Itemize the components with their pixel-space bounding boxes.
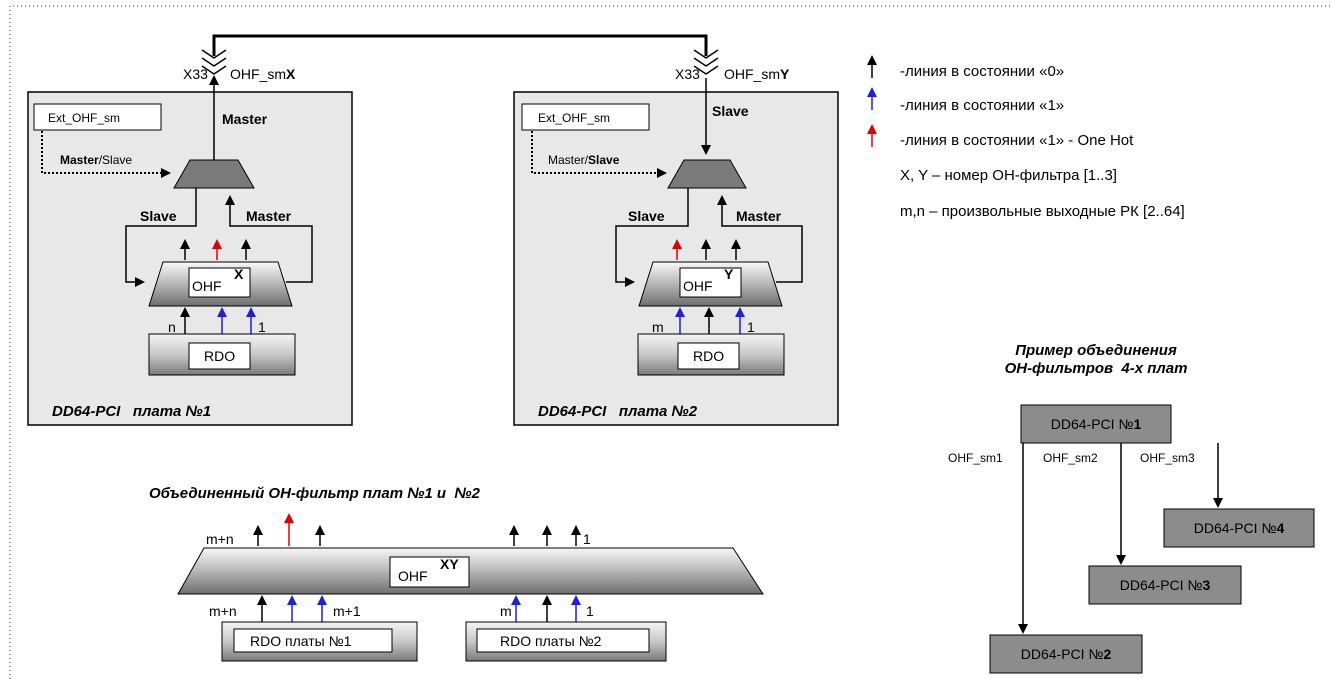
master-right-label-2: Master: [736, 208, 782, 224]
ohf-label-1: OHF: [192, 278, 222, 294]
slave-label-top-2: Slave: [712, 103, 749, 119]
comb-in-right-label: 1: [586, 603, 594, 619]
connector-label-1: X33: [183, 66, 208, 82]
legend-item-2: -линия в состоянии «1» - One Hot: [900, 132, 1134, 149]
board-title-1: DD64-PCI плата №1: [52, 403, 211, 420]
example-board-3: [1088, 565, 1242, 605]
rdo-box-2: [677, 342, 740, 370]
example-board-2: [989, 634, 1143, 674]
master-label-1: Master: [222, 111, 268, 127]
legend-item-0: -линия в состоянии «0»: [900, 63, 1064, 80]
ohf-box-1: [188, 267, 251, 298]
slave-label-2: Slave: [628, 208, 665, 224]
comb-out-left-label: m+n: [206, 531, 234, 547]
combined-ohf-sup: XY: [440, 556, 459, 572]
rdo-board2-box: [476, 628, 650, 653]
rdo-label-2: RDO: [693, 348, 724, 364]
example-board-3-label: DD64-PCI №3: [1120, 577, 1211, 593]
connector-x33-1: [201, 49, 227, 75]
ext-select-line-2: [531, 131, 667, 178]
in-right-label-1: 1: [258, 319, 266, 335]
example-board-1: [1020, 404, 1172, 444]
port-label-2: OHF_smY: [724, 66, 790, 82]
in-left-label-1: n: [168, 319, 176, 335]
combined-ohf-box: [389, 556, 470, 588]
example-board-1-label: DD64-PCI №1: [1051, 416, 1142, 432]
board-1: X33 OHF_smX Master Ext_OHF_sm Master/Sla…: [27, 49, 353, 426]
example-4-boards: Пример объединения ОН-фильтров 4-х плат …: [948, 342, 1315, 674]
board-link-cable: [212, 34, 708, 56]
board-2: X33 OHF_smY Slave Ext_OHF_sm Master/Slav…: [513, 49, 839, 426]
ext-label-1: Ext_OHF_sm: [48, 111, 120, 125]
combined-title: Объединенный ОН-фильтр плат №1 и №2: [149, 485, 481, 502]
ohf-sup-1: X: [234, 266, 244, 282]
ms-label-1: Master/Slave: [60, 153, 132, 167]
port-label-1: OHF_smX: [230, 66, 296, 82]
legend-item-3: X, Y – номер ОН-фильтра [1..3]: [900, 167, 1117, 184]
example-link-label-3: OHF_sm3: [1140, 451, 1195, 465]
board-title-2: DD64-PCI плата №2: [538, 403, 698, 420]
rdo-board2-label: RDO платы №2: [500, 633, 602, 649]
ms-label-2: Master/Slave: [548, 153, 620, 167]
slave-label-1: Slave: [140, 208, 177, 224]
ext-box-1: [33, 103, 162, 131]
example-board-2-label: DD64-PCI №2: [1021, 646, 1112, 662]
connector-x33-2: [693, 49, 719, 75]
example-title-1: Пример объединения: [1015, 342, 1177, 359]
combined-ohf-block: [177, 547, 764, 595]
comb-out-right-label: 1: [583, 531, 591, 547]
ext-select-line-1: [41, 131, 171, 178]
example-board-4: [1163, 508, 1315, 548]
combined-filter: Объединенный ОН-фильтр плат №1 и №2 OHF …: [149, 485, 764, 662]
rdo-label-1: RDO: [204, 348, 235, 364]
ohf-label-2: OHF: [683, 278, 713, 294]
slave-feedback-2: [615, 188, 689, 287]
in-left-label-2: m: [652, 319, 664, 335]
outer-frame: [9, 5, 1331, 679]
example-link-label-2: OHF_sm2: [1043, 451, 1098, 465]
combined-ohf-label: OHF: [398, 568, 428, 584]
ohf-sup-2: Y: [724, 266, 734, 282]
slave-feedback-1: [125, 188, 197, 287]
comb-in-mid-label: m+1: [333, 603, 361, 619]
legend: -линия в состоянии «0» -линия в состояни…: [867, 55, 1185, 220]
ext-label-2: Ext_OHF_sm: [538, 111, 610, 125]
connector-label-2: X33: [675, 66, 700, 82]
legend-item-1: -линия в состоянии «1»: [900, 97, 1064, 114]
comb-in-m-label: m: [500, 603, 512, 619]
comb-in-left-label: m+n: [209, 603, 237, 619]
mux-1: [173, 159, 255, 189]
example-link-label-1: OHF_sm1: [948, 451, 1003, 465]
example-board-4-label: DD64-PCI №4: [1194, 520, 1285, 536]
rdo-board1-label: RDO платы №1: [250, 633, 352, 649]
legend-item-4: m,n – произвольные выходные РК [2..64]: [900, 203, 1185, 220]
master-feedback-1: [225, 195, 313, 283]
ext-box-2: [521, 103, 650, 131]
master-feedback-2: [717, 195, 803, 283]
rdo-box-1: [188, 342, 251, 370]
mux-2: [667, 159, 747, 189]
ohf-box-2: [679, 267, 742, 298]
master-right-label-1: Master: [246, 208, 292, 224]
rdo-board1-box: [233, 628, 393, 653]
example-title-2: ОН-фильтров 4-х плат: [1005, 360, 1188, 377]
in-right-label-2: 1: [747, 319, 755, 335]
